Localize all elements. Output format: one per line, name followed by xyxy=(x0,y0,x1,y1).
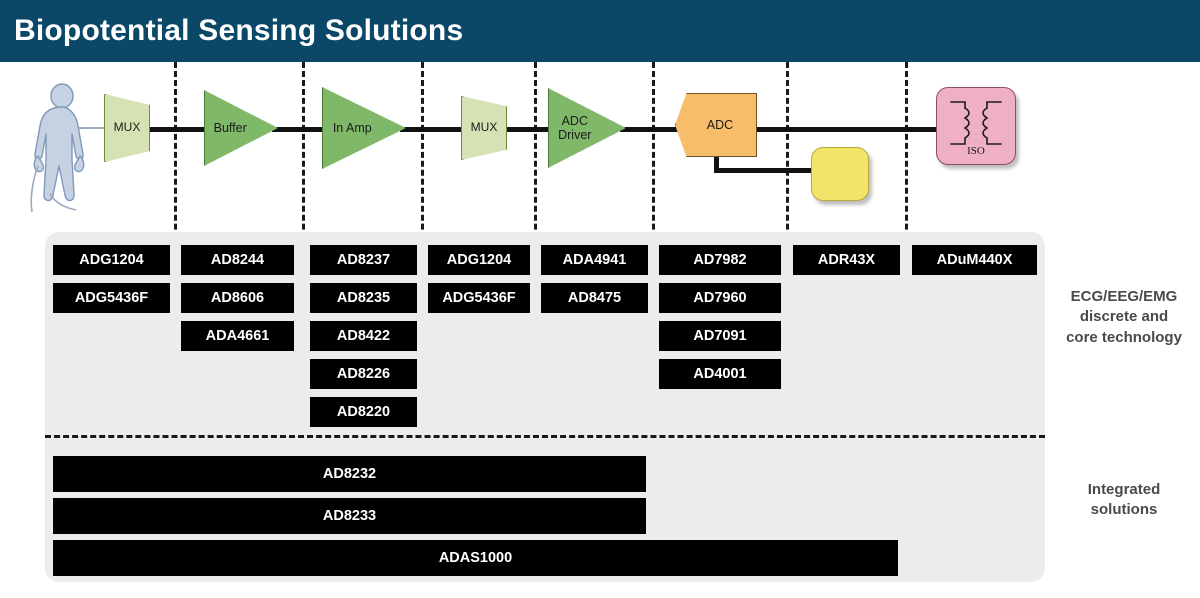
part-label: ADG1204 xyxy=(446,252,512,268)
wire-mux1-buffer xyxy=(144,127,230,132)
part-label: ADA4661 xyxy=(205,328,270,344)
part-label: ADG5436F xyxy=(74,290,149,306)
wire-adcdrv-adc xyxy=(620,127,682,132)
part-label: AD4001 xyxy=(693,366,747,382)
part-chip[interactable]: ADG1204 xyxy=(53,245,170,275)
patient-lead-wire xyxy=(78,127,113,129)
part-label: ADG1204 xyxy=(79,252,144,268)
block-buffer[interactable]: Buffer xyxy=(204,90,278,166)
part-chip[interactable]: ADG5436F xyxy=(428,283,530,313)
block-in-amp[interactable]: In Amp xyxy=(322,87,406,169)
diagram-stage: MUX Buffer In Amp MUX ADC Driver ADC ISO xyxy=(0,62,1200,598)
part-label: AD8422 xyxy=(336,328,391,344)
part-chip[interactable]: AD8606 xyxy=(181,283,294,313)
part-label: ADuM440X xyxy=(936,252,1013,268)
part-label: AD8475 xyxy=(567,290,622,306)
block-vref-label xyxy=(812,148,868,200)
part-label: AD7982 xyxy=(693,252,747,268)
wire-adc-iso xyxy=(752,127,937,132)
part-chip[interactable]: ADA4941 xyxy=(541,245,648,275)
block-adc-driver-label: ADC Driver xyxy=(558,114,592,142)
wire-adc-vref-horz xyxy=(714,168,813,173)
part-chip[interactable]: AD4001 xyxy=(659,359,781,389)
block-in-amp-label: In Amp xyxy=(332,121,372,135)
block-adc-label: ADC xyxy=(706,118,734,132)
patient-silhouette-icon xyxy=(16,82,108,213)
part-chip[interactable]: ADuM440X xyxy=(912,245,1037,275)
part-chip[interactable]: AD8475 xyxy=(541,283,648,313)
part-label: ADA4941 xyxy=(562,252,627,268)
part-label: ADR43X xyxy=(817,252,876,268)
integrated-bar-label: ADAS1000 xyxy=(438,550,513,566)
wire-buffer-inamp xyxy=(272,127,350,132)
integrated-bar[interactable]: AD8233 xyxy=(53,498,646,534)
block-adc[interactable]: ADC xyxy=(675,93,757,157)
part-label: AD8235 xyxy=(336,290,391,306)
part-label: AD7091 xyxy=(693,328,747,344)
part-chip[interactable]: AD8422 xyxy=(310,321,417,351)
part-chip[interactable]: ADG5436F xyxy=(53,283,170,313)
integrated-bar-label: AD8232 xyxy=(322,466,377,482)
block-adc-driver[interactable]: ADC Driver xyxy=(548,88,626,168)
part-label: AD8244 xyxy=(210,252,265,268)
part-label: AD8237 xyxy=(336,252,391,268)
page-title: Biopotential Sensing Solutions xyxy=(14,14,464,47)
block-buffer-label: Buffer xyxy=(213,121,247,135)
part-label: AD8226 xyxy=(336,366,391,382)
part-label: AD8606 xyxy=(210,290,265,306)
page-header: Biopotential Sensing Solutions xyxy=(0,0,1200,62)
part-label: AD8220 xyxy=(336,404,391,420)
block-mux-1-label: MUX xyxy=(113,120,141,135)
part-chip[interactable]: AD7091 xyxy=(659,321,781,351)
integrated-bar[interactable]: ADAS1000 xyxy=(53,540,898,576)
block-mux-2-label: MUX xyxy=(470,120,498,135)
wire-mux2-adcdrv xyxy=(501,127,555,132)
part-chip[interactable]: ADG1204 xyxy=(428,245,530,275)
integrated-bar[interactable]: AD8232 xyxy=(53,456,646,492)
part-chip[interactable]: AD7960 xyxy=(659,283,781,313)
part-chip[interactable]: AD8220 xyxy=(310,397,417,427)
part-label: ADG5436F xyxy=(442,290,516,306)
part-label: AD7960 xyxy=(693,290,747,306)
part-chip[interactable]: ADR43X xyxy=(793,245,900,275)
block-iso-label: ISO xyxy=(967,145,985,157)
wire-inamp-mux2 xyxy=(400,127,466,132)
block-mux-2[interactable]: MUX xyxy=(461,96,507,160)
integrated-bar-label: AD8233 xyxy=(322,508,377,524)
part-chip[interactable]: AD8235 xyxy=(310,283,417,313)
block-iso[interactable]: ISO xyxy=(936,87,1016,165)
discrete-integrated-divider xyxy=(45,435,1045,438)
part-chip[interactable]: AD7982 xyxy=(659,245,781,275)
row-label-integrated: Integrated solutions xyxy=(1087,481,1161,519)
block-mux-1[interactable]: MUX xyxy=(104,94,150,162)
row-label-discrete: ECG/EEG/EMG discrete and core technology xyxy=(1066,288,1182,346)
block-vref[interactable] xyxy=(811,147,869,201)
part-chip[interactable]: ADA4661 xyxy=(181,321,294,351)
part-chip[interactable]: AD8237 xyxy=(310,245,417,275)
part-chip[interactable]: AD8226 xyxy=(310,359,417,389)
part-chip[interactable]: AD8244 xyxy=(181,245,294,275)
